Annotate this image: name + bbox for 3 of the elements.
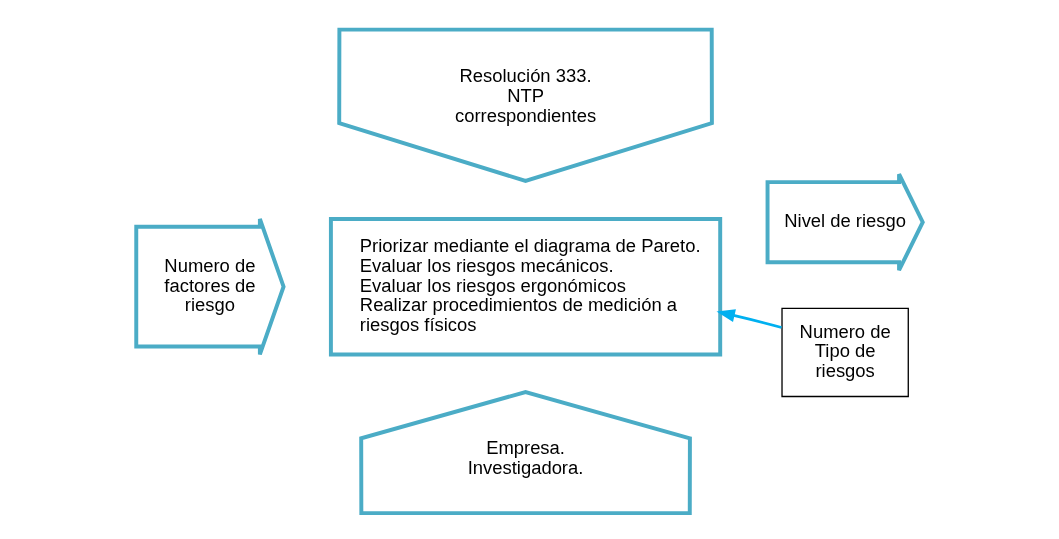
node-box: Priorizar mediante el diagrama de Pareto. Evaluar los riesgos mecánicos. Evaluar los riesgos ergonómicos Realizar procedimientos de medición a riesgos físicos: [328, 216, 723, 357]
arrow: [716, 309, 782, 329]
node-box: Numero de Tipo de riesgos: [781, 307, 909, 398]
